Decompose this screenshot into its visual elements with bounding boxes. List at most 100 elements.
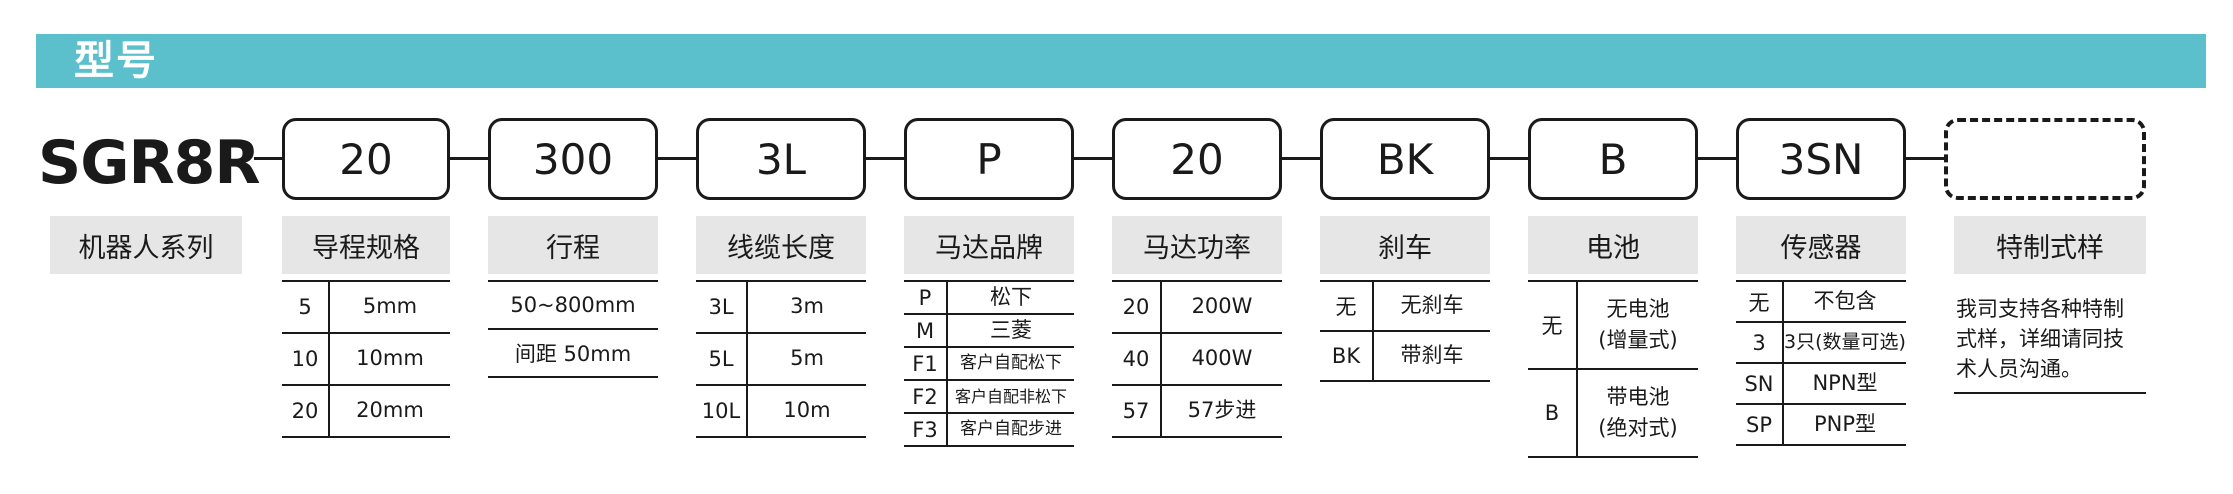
brake-desc: 无刹车 (1400, 293, 1464, 318)
divider (746, 386, 748, 436)
table-row: 20 200W (1112, 282, 1282, 334)
divider (1954, 392, 2146, 394)
brand-name: 客户自配非松下 (954, 386, 1067, 406)
divider (946, 381, 948, 412)
table-row: 50~800mm (488, 282, 658, 330)
battery-code: 无 (1541, 314, 1563, 338)
power-value: 400W (1191, 346, 1253, 371)
header-stroke: 行程 (488, 216, 658, 274)
connector (1696, 157, 1738, 160)
power-code: 40 (1122, 347, 1150, 371)
battery-desc: 无电池 (增量式) (1598, 296, 1678, 353)
table-row: 无 不包含 (1736, 282, 1906, 323)
table-row: M 三菱 (904, 315, 1074, 348)
brake-code: 无 (1335, 295, 1357, 319)
stroke-step: 间距 50mm (514, 342, 632, 366)
code-cable: 3L (696, 118, 866, 200)
brand-name: 客户自配步进 (960, 418, 1062, 439)
brand-code: F3 (912, 417, 938, 442)
code-special (1944, 118, 2146, 200)
lead-value: 10mm (356, 346, 424, 371)
model-name: SGR8R (38, 128, 261, 198)
table-row: P 松下 (904, 282, 1074, 315)
lead-code: 10 (291, 347, 319, 371)
cable-table: 3L 3m 5L 5m 10L 10m (696, 280, 866, 438)
code-sensor: 3SN (1736, 118, 1906, 200)
divider (1372, 332, 1374, 380)
lead-value: 5mm (362, 294, 418, 319)
code-motor-brand: P (904, 118, 1074, 200)
lead-table: 5 5mm 10 10mm 20 20mm (282, 280, 450, 438)
brand-name: 松下 (990, 284, 1032, 309)
battery-table: 无 无电池 (增量式) B 带电池 (绝对式) (1528, 280, 1698, 458)
divider (1372, 282, 1374, 330)
header-lead: 导程规格 (282, 216, 450, 274)
table-row: 5 5mm (282, 282, 450, 334)
header-series: 机器人系列 (50, 216, 242, 274)
stroke-range: 50~800mm (510, 293, 636, 317)
divider (328, 282, 330, 332)
table-row: F2 客户自配非松下 (904, 381, 1074, 414)
header-special: 特制式样 (1954, 216, 2146, 274)
table-row: 3 3只(数量可选) (1736, 323, 1906, 364)
header-motor-power: 马达功率 (1112, 216, 1282, 274)
code-motor-power: 20 (1112, 118, 1282, 200)
cable-code: 5L (708, 347, 734, 371)
sensor-code: SN (1744, 371, 1774, 396)
battery-code: B (1544, 401, 1560, 425)
divider (1782, 405, 1784, 444)
brand-code: M (915, 318, 935, 343)
divider (1576, 282, 1578, 368)
table-row: 5L 5m (696, 334, 866, 386)
section-banner: 型号 (36, 34, 2206, 88)
special-note: 我司支持各种特制式样，详细请同技术人员沟通。 (1956, 297, 2124, 381)
divider (746, 334, 748, 384)
brake-code: BK (1331, 344, 1361, 368)
divider (1576, 370, 1578, 456)
connector (448, 157, 490, 160)
table-row: 57 57步进 (1112, 386, 1282, 438)
sensor-desc: 3只(数量可选) (1784, 331, 1906, 354)
divider (1160, 334, 1162, 384)
sensor-code: 无 (1748, 290, 1770, 315)
table-row: 无 无电池 (增量式) (1528, 282, 1698, 370)
power-value: 200W (1191, 294, 1253, 319)
connector (656, 157, 698, 160)
header-cable: 线缆长度 (696, 216, 866, 274)
table-row: 40 400W (1112, 334, 1282, 386)
divider (946, 414, 948, 445)
sensor-code: SP (1746, 412, 1772, 437)
table-row: F3 客户自配步进 (904, 414, 1074, 447)
power-value: 57步进 (1187, 398, 1257, 423)
divider (1160, 386, 1162, 436)
brand-code: F2 (912, 384, 938, 409)
brand-code: P (918, 285, 932, 310)
table-row: BK 带刹车 (1320, 332, 1490, 382)
code-brake: BK (1320, 118, 1490, 200)
lead-code: 20 (291, 399, 319, 423)
power-code: 20 (1122, 295, 1150, 319)
header-brake: 刹车 (1320, 216, 1490, 274)
table-row: 无 无刹车 (1320, 282, 1490, 332)
header-sensor: 传感器 (1736, 216, 1906, 274)
divider (946, 348, 948, 379)
brake-table: 无 无刹车 BK 带刹车 (1320, 280, 1490, 382)
cable-length: 10m (783, 398, 831, 423)
motor-power-table: 20 200W 40 400W 57 57步进 (1112, 280, 1282, 438)
header-motor-brand: 马达品牌 (904, 216, 1074, 274)
table-row: B 带电池 (绝对式) (1528, 370, 1698, 458)
connector (1488, 157, 1530, 160)
lead-code: 5 (298, 295, 312, 319)
divider (328, 334, 330, 384)
brand-name: 三菱 (990, 317, 1032, 342)
table-row: SN NPN型 (1736, 364, 1906, 405)
divider (1782, 323, 1784, 362)
battery-desc: 带电池 (绝对式) (1598, 384, 1678, 441)
cable-code: 10L (701, 399, 741, 423)
divider (1782, 364, 1784, 403)
header-battery: 电池 (1528, 216, 1698, 274)
cable-length: 5m (790, 346, 824, 371)
stroke-table: 50~800mm 间距 50mm (488, 280, 658, 378)
connector (1072, 157, 1114, 160)
brand-name: 客户自配松下 (960, 352, 1062, 373)
